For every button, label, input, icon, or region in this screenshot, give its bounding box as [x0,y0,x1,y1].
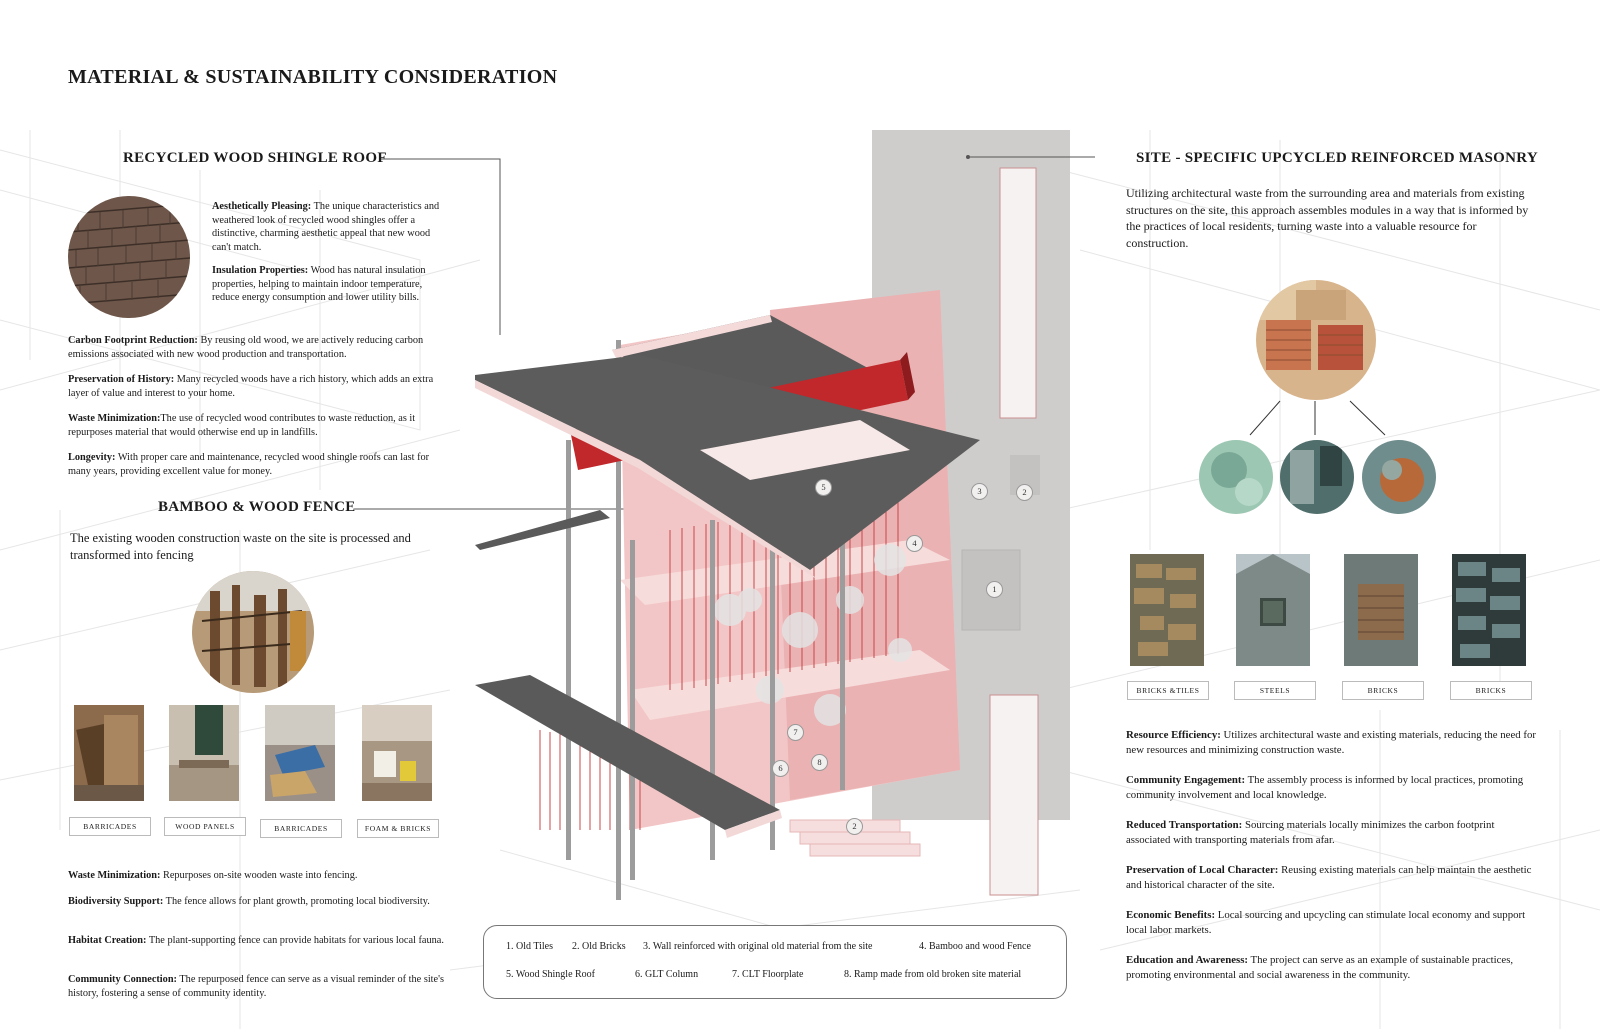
masonry-tag-4: BRICKS [1450,681,1532,700]
marker-4: 4 [906,535,923,552]
fence-lead: The existing wooden construction waste o… [70,531,411,562]
roof-item-carbon: Carbon Footprint Reduction: By reusing o… [68,335,424,360]
legend-item-1: 1. Old Tiles [506,941,553,952]
marker-6: 6 [772,760,789,777]
masonry-item-transport: Reduced Transportation: Sourcing materia… [1126,819,1495,846]
masonry-item-education: Education and Awareness: The project can… [1126,954,1514,981]
masonry-tag-3: BRICKS [1342,681,1424,700]
legend-item-5: 5. Wood Shingle Roof [506,969,596,980]
axonometric-drawing [475,130,1095,900]
fence-photo-barricades [74,705,144,801]
marker-3: 3 [971,483,988,500]
roof-item-longevity: Longevity: With proper care and maintena… [68,452,430,477]
marker-1: 1 [986,581,1003,598]
masonry-photo-bricks-2 [1452,554,1526,666]
legend-box: 1. Old Tiles 2. Old Bricks 3. Wall reinf… [483,925,1067,999]
roof-leader-line [381,158,501,335]
marker-8: 8 [811,754,828,771]
masonry-tag-2: STEELS [1234,681,1316,700]
fence-photo [192,571,314,693]
masonry-photo-steels [1236,554,1310,666]
masonry-item-character: Preservation of Local Character: Reusing… [1126,864,1532,891]
fence-tag-4: FOAM & BRICKS [357,819,439,838]
fence-photo-wood-panels [169,705,239,801]
roof-item-insulation: Insulation Properties: Wood has natural … [212,265,426,303]
wood-shingle-photo [68,196,190,318]
roof-item-aesthetic: Aesthetically Pleasing: The unique chara… [212,201,440,253]
masonry-photo-bricks-tiles [1130,554,1204,666]
masonry-texture-2 [1280,440,1354,514]
roof-item-waste: Waste Minimization:The use of recycled w… [68,413,416,438]
legend-item-8: 8. Ramp made from old broken site materi… [844,969,1022,980]
marker-7: 7 [787,724,804,741]
masonry-branch-lines [1249,400,1386,436]
legend-item-6: 6. GLT Column [635,969,699,980]
lower-roof [475,675,780,830]
fence-item-habitat: Habitat Creation: The plant-supporting f… [68,935,444,946]
legend-item-2: 2. Old Bricks [572,941,626,952]
fence-item-biodiversity: Biodiversity Support: The fence allows f… [68,896,430,907]
marker-2-wall: 2 [1016,484,1033,501]
roof-item-history: Preservation of History: Many recycled w… [68,374,434,399]
roof-heading: RECYCLED WOOD SHINGLE ROOF [123,150,387,166]
legend-item-7: 7. CLT Floorplate [732,969,804,980]
masonry-item-resource: Resource Efficiency: Utilizes architectu… [1126,729,1536,756]
legend-item-3: 3. Wall reinforced with original old mat… [643,941,873,952]
fence-photo-barricades-2 [265,705,335,801]
fence-tag-2: WOOD PANELS [164,817,246,836]
masonry-item-economic: Economic Benefits: Local sourcing and up… [1126,909,1526,936]
fence-item-waste: Waste Minimization: Repurposes on-site w… [68,870,358,881]
page-title: MATERIAL & SUSTAINABILITY CONSIDERATION [68,66,558,88]
masonry-item-community: Community Engagement: The assembly proce… [1126,774,1524,801]
masonry-photo-bricks-1 [1344,554,1418,666]
marker-2-ground: 2 [846,818,863,835]
masonry-heading: SITE - SPECIFIC UPCYCLED REINFORCED MASO… [1136,150,1538,166]
fence-item-community: Community Connection: The repurposed fen… [68,974,444,999]
fence-heading: BAMBOO & WOOD FENCE [158,499,356,515]
masonry-texture-3 [1362,440,1436,514]
legend-item-4: 4. Bamboo and wood Fence [919,941,1031,952]
masonry-lead: Utilizing architectural waste from the s… [1126,186,1529,250]
marker-5: 5 [815,479,832,496]
fence-tag-1: BARRICADES [69,817,151,836]
fence-photo-foam-bricks [362,705,432,801]
fence-tag-3: BARRICADES [260,819,342,838]
masonry-texture-1 [1199,440,1273,514]
masonry-main-photo [1256,280,1376,400]
masonry-tag-1: BRICKS &TILES [1127,681,1209,700]
